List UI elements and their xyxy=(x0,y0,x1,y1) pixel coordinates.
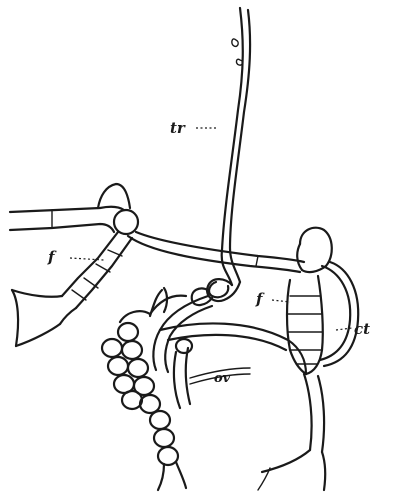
right-stalk xyxy=(258,374,325,490)
left-cell-filament xyxy=(12,232,132,346)
lower-curved-tube xyxy=(153,296,306,374)
trichogyne xyxy=(222,8,250,285)
left-hypha xyxy=(10,184,130,232)
right-cell-filament xyxy=(287,276,323,374)
label-ct: ct xyxy=(354,320,370,338)
right-bulb-cell xyxy=(297,228,332,272)
label-f-right: f xyxy=(255,290,265,308)
lower-cell-cluster xyxy=(102,296,186,490)
connecting-tube xyxy=(128,232,304,272)
connecting-tube-ct xyxy=(320,262,358,366)
label-tr: tr xyxy=(170,119,186,137)
left-bulb-cell xyxy=(114,210,138,234)
label-ov: ov xyxy=(214,371,231,386)
trichogyne-coil xyxy=(192,279,240,305)
label-f-left: f xyxy=(47,248,57,266)
